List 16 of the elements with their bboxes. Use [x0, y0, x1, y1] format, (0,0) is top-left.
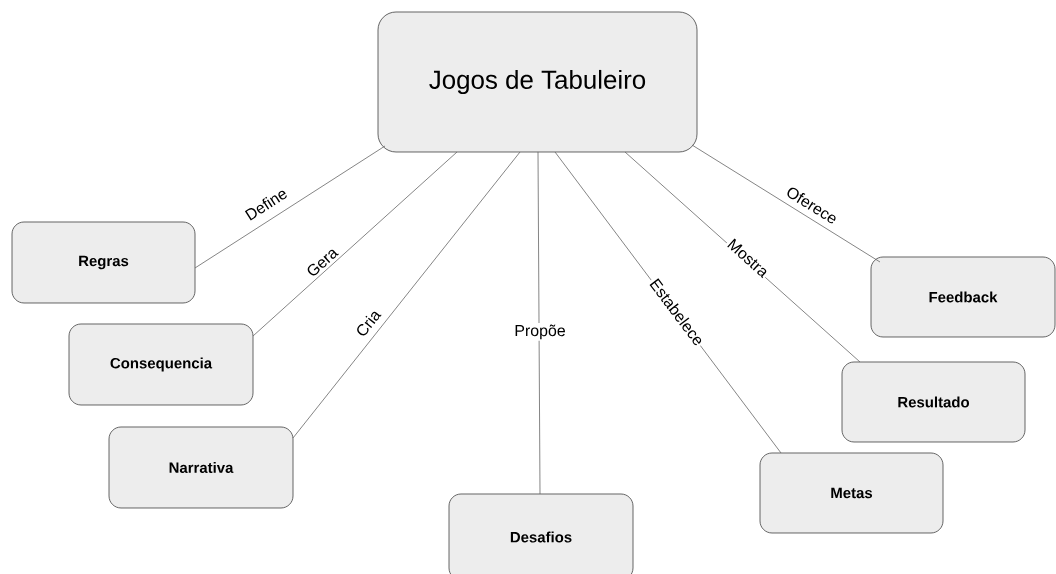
concept-box: Metas — [759, 452, 944, 534]
connector-line — [292, 151, 521, 439]
concept-box: Resultado — [841, 361, 1026, 443]
edge-label: Gera — [302, 243, 342, 281]
connector-line — [252, 151, 458, 337]
concept-box: Feedback — [870, 256, 1056, 338]
edge-label: Cria — [352, 305, 384, 341]
topic-box: Jogos de Tabuleiro — [377, 11, 698, 153]
connector-line — [691, 144, 881, 263]
concept-box: Desafios — [448, 493, 634, 574]
connector-line — [194, 145, 386, 269]
concept-box: Consequencia — [68, 323, 254, 406]
concept-box: Narrativa — [108, 426, 294, 509]
edge-label: Propõe — [512, 323, 568, 341]
concept-box: Regras — [11, 221, 196, 304]
connector-line — [537, 151, 541, 495]
